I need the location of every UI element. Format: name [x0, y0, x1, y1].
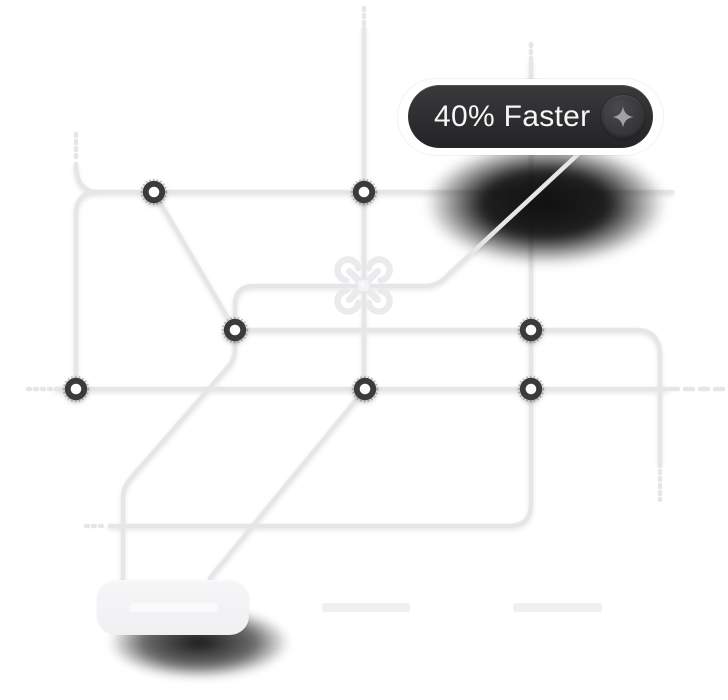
skeleton-dash — [322, 603, 410, 612]
badge-ring: 40% Faster — [398, 79, 663, 155]
badge-label: 40% Faster — [434, 99, 591, 133]
map-node — [221, 316, 249, 344]
plus-button[interactable] — [601, 94, 645, 139]
map-node — [350, 178, 378, 206]
map-node — [140, 178, 168, 206]
sparkle-plus-icon — [612, 106, 634, 127]
map-node — [517, 316, 545, 344]
map-node — [351, 375, 379, 403]
map-nodes — [62, 178, 545, 403]
map-node — [517, 375, 545, 403]
map-node — [62, 375, 90, 403]
speed-badge[interactable]: 40% Faster — [408, 85, 653, 148]
placeholder-card — [97, 580, 249, 635]
card-skeleton-bar — [129, 603, 218, 612]
map-track-faded-ends — [25, 5, 663, 529]
skeleton-dash — [513, 603, 602, 612]
